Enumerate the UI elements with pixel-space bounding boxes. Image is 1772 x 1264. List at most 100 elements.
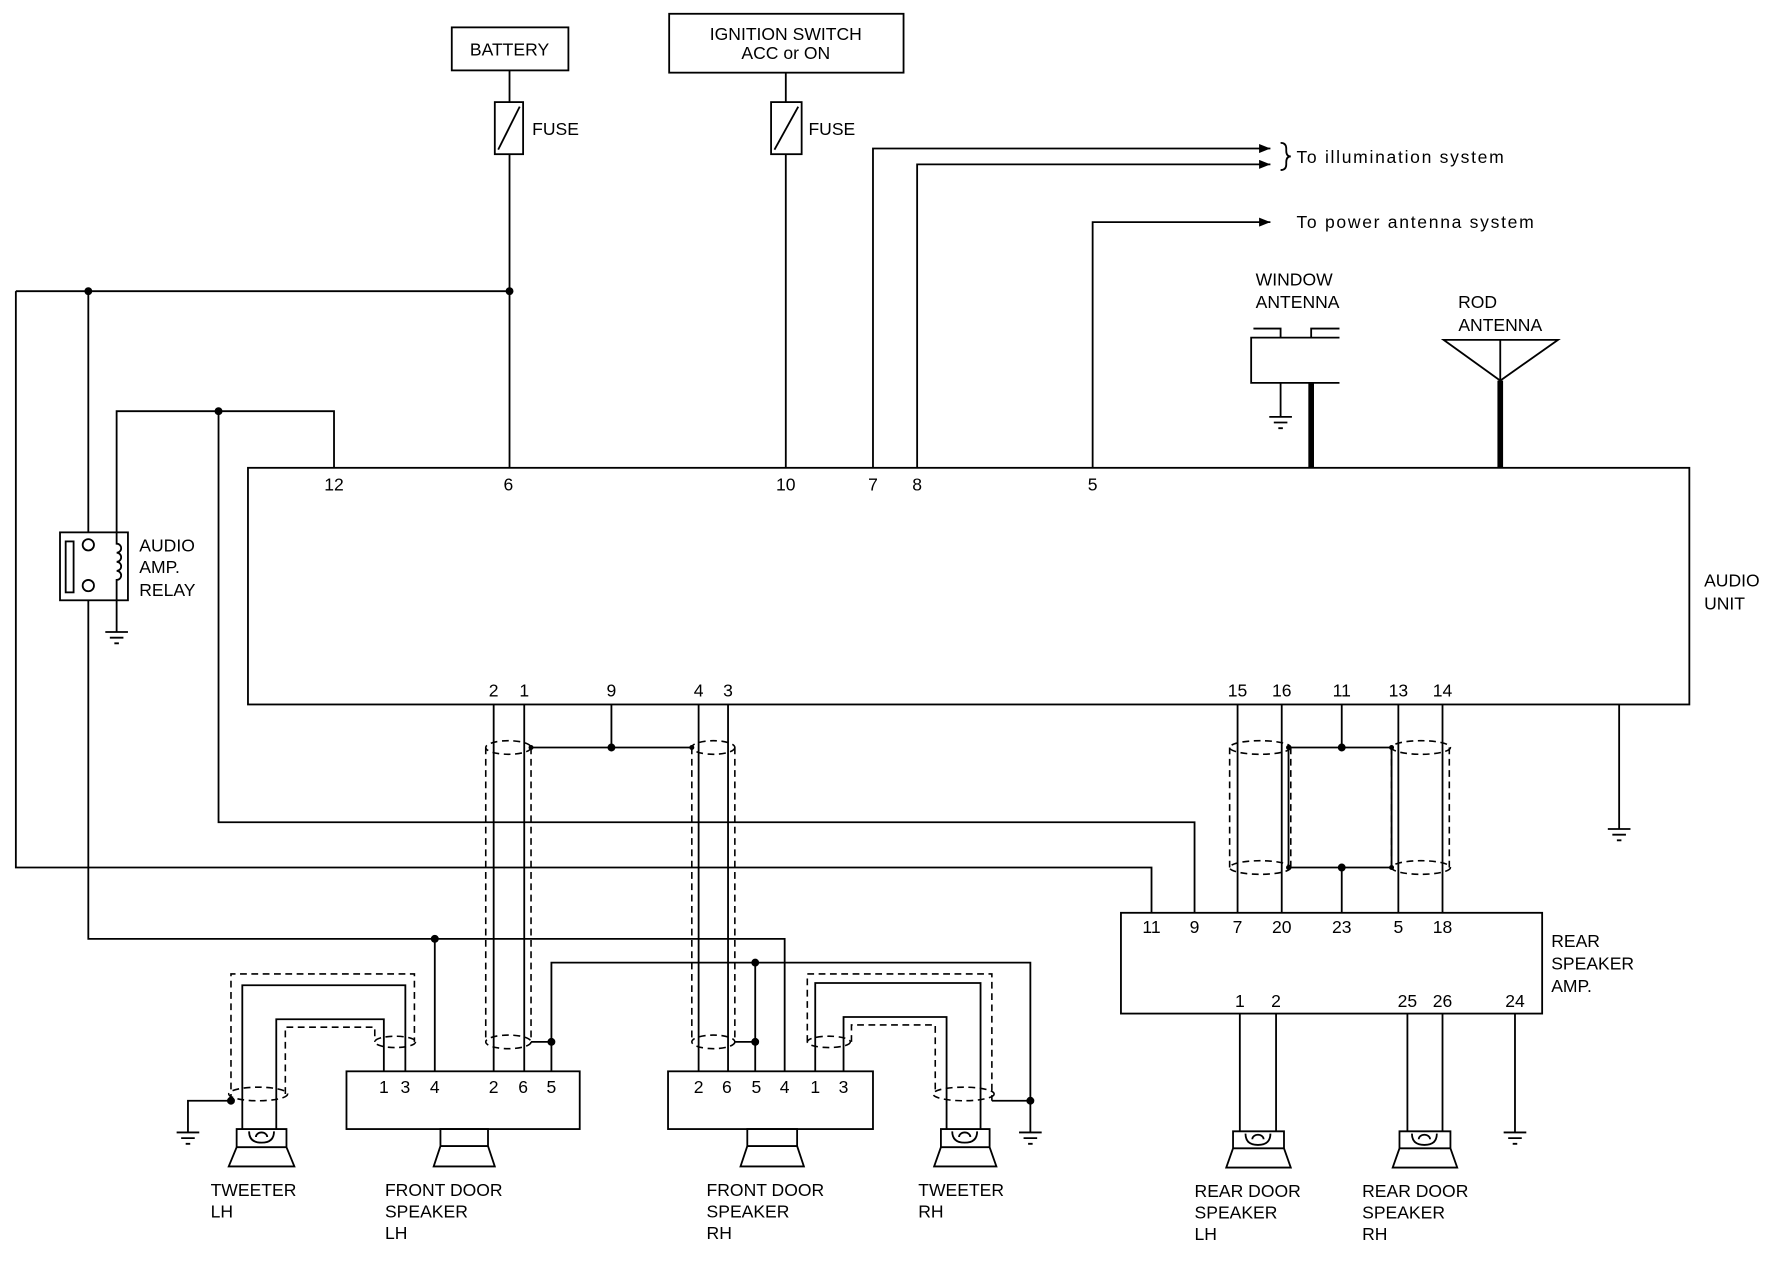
fuse-icon — [770, 101, 803, 156]
junction-dot — [214, 407, 223, 416]
ground-icon — [1607, 828, 1631, 842]
rear-amp-label: REAR — [1551, 931, 1600, 951]
pin-label: 5 — [751, 1077, 761, 1097]
wire — [187, 1099, 231, 1133]
wire-pin12 — [115, 410, 335, 535]
audio-unit-label: AUDIO — [1704, 571, 1760, 591]
rear-amp-cables — [1228, 704, 1452, 913]
relay-terminal-icon — [81, 579, 95, 593]
shield — [691, 747, 736, 1042]
rear-speaker-amp: 11 9 7 20 23 5 18 1 2 25 26 24 REAR SPEA… — [1120, 911, 1634, 1145]
pin-label: 8 — [912, 474, 922, 494]
junction-dot — [505, 287, 514, 296]
junction-dot — [689, 745, 695, 750]
shield — [1228, 859, 1292, 876]
speaker-icon — [1224, 1130, 1293, 1169]
pin-label: 4 — [430, 1077, 440, 1097]
ignition-switch-box — [668, 12, 905, 74]
pin-label: 4 — [780, 1077, 790, 1097]
rod-antenna-label: ROD — [1458, 292, 1497, 312]
pin-label: 3 — [839, 1077, 849, 1097]
audio-amp-relay: AUDIO AMP. RELAY — [59, 531, 196, 645]
power-antenna-label: To power antenna system — [1296, 212, 1535, 232]
wire-pin7 — [872, 143, 1271, 468]
junction-dot — [1337, 743, 1346, 752]
pin-label: 14 — [1433, 681, 1453, 701]
pin-label: 16 — [1272, 681, 1292, 701]
tweeter-icon — [932, 1128, 998, 1168]
junction-dot — [751, 1037, 760, 1046]
tweeter-label: RH — [918, 1201, 943, 1221]
ignition-switch-sublabel: ACC or ON — [741, 43, 830, 63]
pin-label: 5 — [1393, 917, 1403, 937]
shield — [1228, 739, 1292, 756]
rear-amp-label: AMP. — [1551, 976, 1592, 996]
junction-dot — [1026, 1096, 1035, 1105]
junction-dot — [84, 287, 93, 296]
pin-label: 3 — [400, 1077, 410, 1097]
speaker-label: RH — [1362, 1224, 1387, 1244]
pin-label: 1 — [379, 1077, 389, 1097]
ignition-switch-label: IGNITION SWITCH — [710, 24, 862, 44]
pin-label: 4 — [694, 681, 704, 701]
wire — [275, 1018, 385, 1130]
shield — [484, 747, 532, 1042]
shield — [932, 1086, 995, 1102]
shield — [850, 1024, 937, 1094]
pin-label: 24 — [1505, 991, 1525, 1011]
junction-dot — [528, 745, 534, 750]
ground-icon — [1269, 415, 1292, 430]
tweeter-rh: TWEETER RH — [806, 973, 1031, 1221]
speaker-label: REAR DOOR — [1195, 1181, 1301, 1201]
rod-antenna: ROD ANTENNA — [1440, 292, 1561, 468]
pin-label: 9 — [607, 681, 617, 701]
shield — [806, 973, 993, 1101]
shield — [1390, 739, 1452, 756]
rod-antenna-icon — [1440, 338, 1561, 382]
front-door-speaker-rh: 2 6 5 4 1 3 FRONT DOOR SPEAKER RH — [667, 1070, 874, 1243]
front-speaker-cables — [484, 704, 1042, 1145]
shield — [1228, 747, 1292, 868]
speaker-label: RH — [707, 1223, 732, 1243]
pin-label: 2 — [489, 1077, 499, 1097]
speaker-label: SPEAKER — [385, 1201, 468, 1221]
tweeter-icon — [227, 1128, 296, 1168]
wire-pin5 — [1091, 217, 1271, 468]
wire-amp-pin9 — [217, 411, 1196, 913]
speaker-label: SPEAKER — [1195, 1203, 1278, 1223]
window-antenna: WINDOW ANTENNA — [1250, 270, 1340, 468]
pin-label: 1 — [810, 1077, 820, 1097]
rear-door-speaker-rh: REAR DOOR SPEAKER RH — [1362, 1013, 1468, 1244]
front-door-speaker-lh: 1 3 4 2 6 5 FRONT DOOR SPEAKER LH — [345, 1070, 581, 1243]
ground-icon — [1019, 1131, 1042, 1145]
pin-label: 10 — [776, 474, 796, 494]
illumination-label: To illumination system — [1296, 147, 1505, 167]
audio-unit-box — [247, 466, 1691, 706]
ground-icon — [176, 1131, 200, 1145]
window-antenna-label: WINDOW — [1256, 270, 1333, 290]
ground-icon — [1503, 1131, 1527, 1145]
pin-label: 2 — [489, 681, 499, 701]
speaker-icon — [1391, 1130, 1459, 1169]
wire-shield-ground — [550, 961, 1032, 1101]
fuse-label: FUSE — [532, 119, 579, 139]
wire — [842, 1016, 948, 1130]
wire — [1287, 746, 1393, 869]
tweeter-label: TWEETER — [918, 1180, 1004, 1200]
battery-box — [450, 26, 570, 72]
shield — [227, 1086, 289, 1102]
junction-dot — [1337, 863, 1346, 872]
tweeter-lh: TWEETER LH — [176, 973, 417, 1221]
connector-box — [667, 1070, 874, 1130]
tweeter-label: LH — [211, 1201, 233, 1221]
battery-block: BATTERY FUSE — [450, 26, 579, 468]
pin-label: 9 — [1190, 917, 1200, 937]
relay-label: AUDIO — [139, 536, 195, 556]
relay-terminal-icon — [81, 538, 95, 552]
fuse-icon — [493, 101, 525, 156]
junction-dot — [227, 1096, 235, 1105]
pin-label: 5 — [547, 1077, 557, 1097]
shield — [230, 973, 416, 1101]
speaker-label: LH — [1195, 1224, 1217, 1244]
